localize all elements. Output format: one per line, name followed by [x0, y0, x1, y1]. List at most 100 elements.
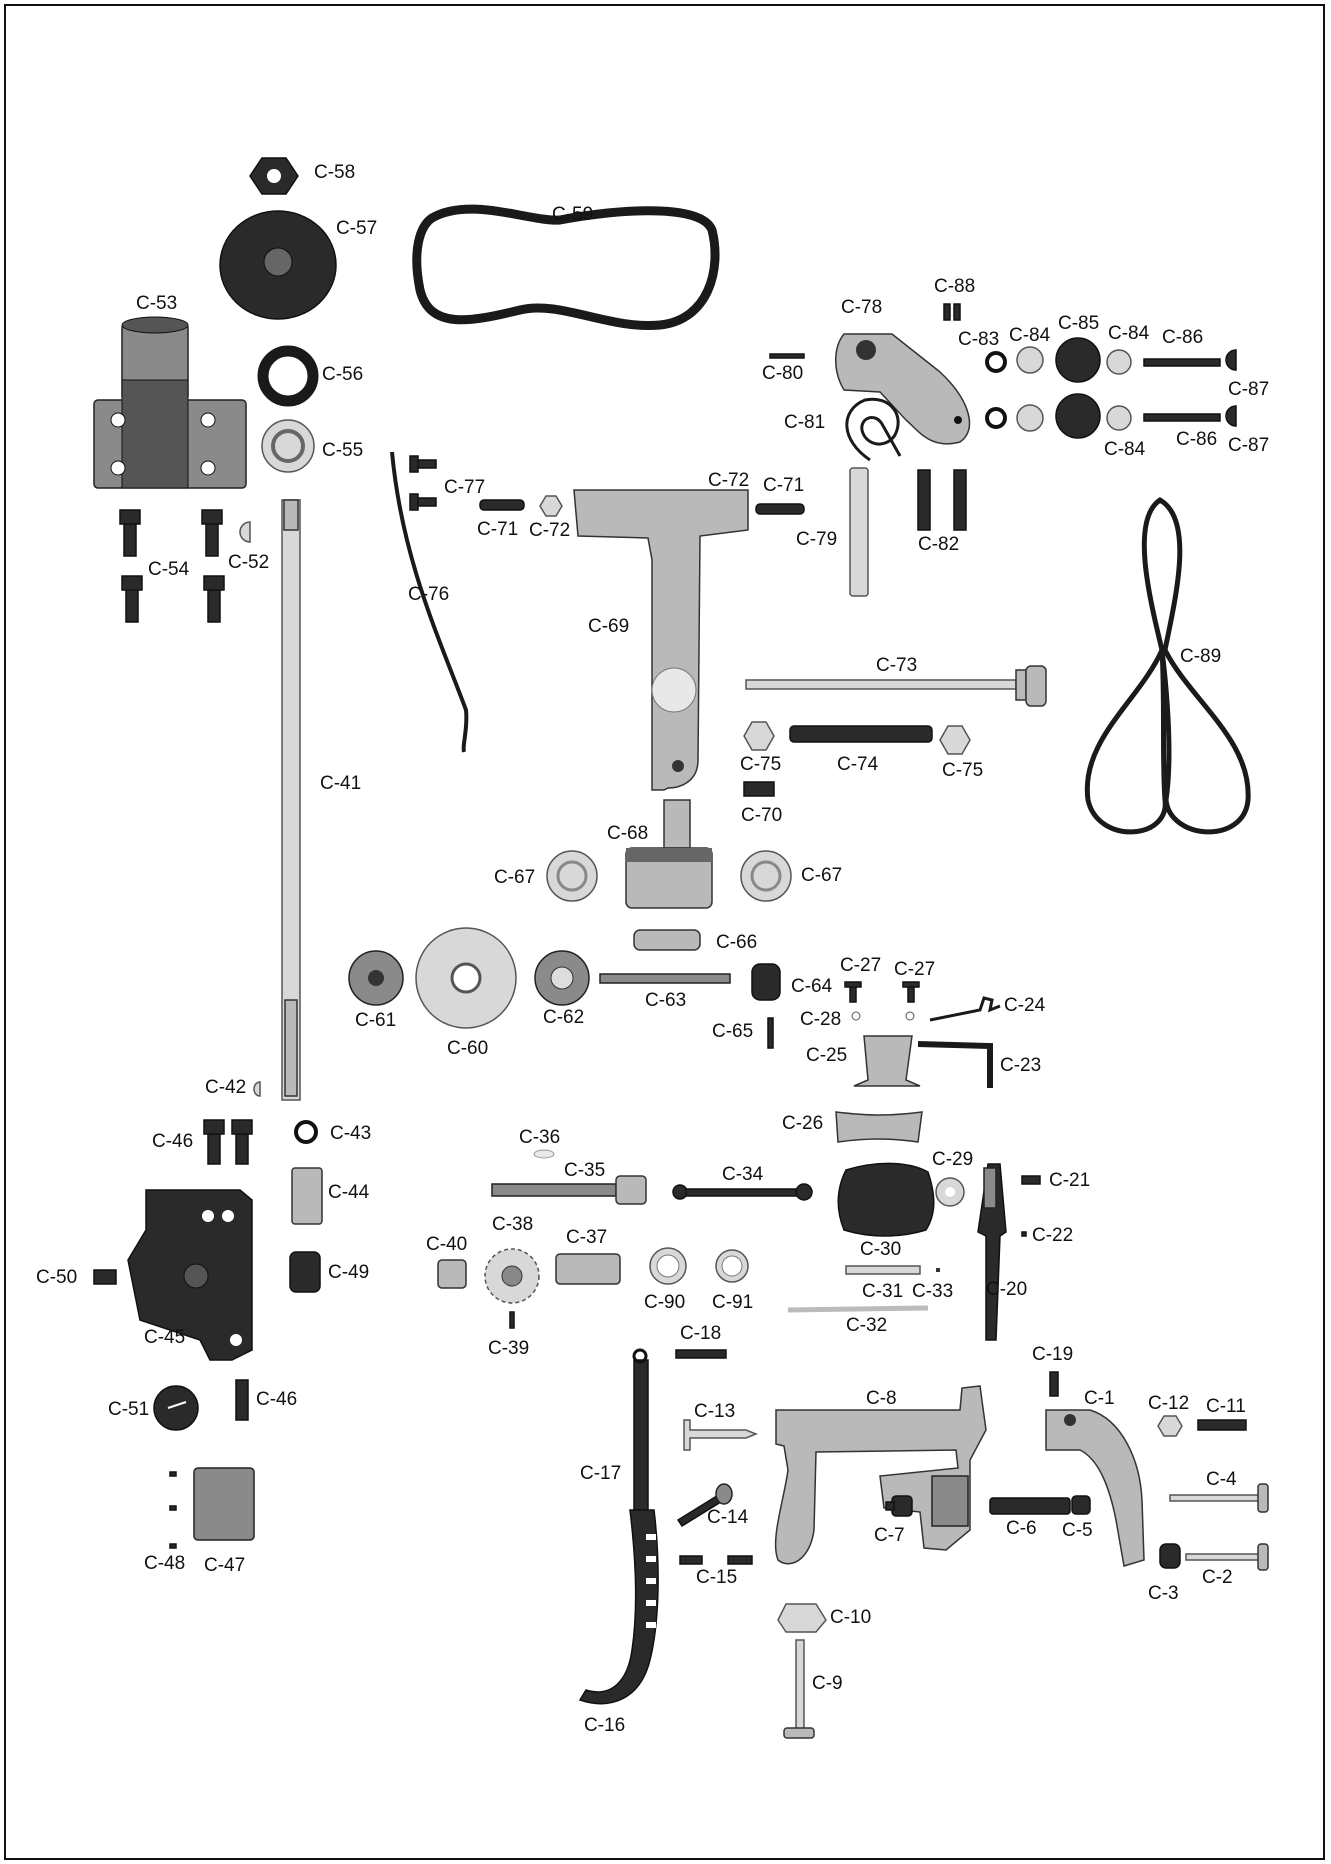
label-c24: C-24	[1004, 995, 1046, 1016]
label-c91: C-91	[712, 1292, 754, 1313]
part-c37-sleeve	[555, 1253, 621, 1285]
part-c67-spring-washer-right	[740, 850, 792, 902]
part-c50-screw	[93, 1269, 117, 1285]
part-c18-pin	[675, 1349, 727, 1359]
part-c26-shoe	[835, 1111, 923, 1143]
label-c73: C-73	[876, 655, 918, 676]
part-c16-hook-bar	[578, 1509, 659, 1705]
label-c55: C-55	[322, 440, 364, 461]
part-c27-screws	[844, 981, 920, 1003]
label-c51: C-51	[108, 1399, 150, 1420]
part-c23-bracket	[917, 1041, 993, 1088]
label-c7: C-7	[874, 1525, 905, 1546]
label-c74: C-74	[837, 754, 879, 775]
label-c27-right: C-27	[894, 959, 936, 980]
label-c84-top-right: C-84	[1108, 323, 1150, 344]
label-c3: C-3	[1148, 1583, 1179, 1604]
label-c75-right: C-75	[942, 760, 984, 781]
label-c39: C-39	[488, 1338, 530, 1359]
label-c22: C-22	[1032, 1225, 1074, 1246]
part-c81-spring	[845, 397, 902, 462]
label-c26: C-26	[782, 1113, 824, 1134]
part-c15-pins	[679, 1555, 753, 1565]
part-c35-shaft	[491, 1183, 617, 1197]
label-c42: C-42	[205, 1077, 247, 1098]
label-c71-left: C-71	[477, 519, 519, 540]
part-c85-roller-2	[1055, 393, 1101, 439]
part-c9-bolt	[795, 1639, 805, 1731]
part-c44-sleeve	[291, 1167, 323, 1225]
label-c81: C-81	[784, 412, 826, 433]
part-c84-washer-3	[1016, 404, 1044, 432]
part-c47-cover-plate	[193, 1467, 255, 1541]
part-c38-gear	[484, 1248, 540, 1304]
label-c5: C-5	[1062, 1520, 1093, 1541]
label-c14: C-14	[707, 1507, 749, 1528]
part-c49-setscrew	[289, 1251, 321, 1293]
part-c62-flange	[534, 950, 590, 1006]
part-c12-nut	[1157, 1415, 1183, 1437]
part-c75-nut-left	[743, 721, 775, 751]
label-c75-left: C-75	[740, 754, 782, 775]
part-c22-pin	[1021, 1231, 1027, 1237]
part-c52-key	[239, 521, 251, 543]
part-c77-screws	[409, 455, 437, 511]
label-c34: C-34	[722, 1164, 764, 1185]
label-c70: C-70	[741, 805, 783, 826]
part-c74-stud	[789, 725, 933, 743]
label-c68: C-68	[607, 823, 649, 844]
part-c68-hub-stem	[663, 799, 691, 849]
part-c34-link	[685, 1188, 799, 1197]
part-c31-pin	[845, 1265, 921, 1275]
part-c87-cap-2	[1225, 405, 1237, 427]
part-c83-washer	[985, 351, 1007, 373]
label-c59: C-59	[552, 204, 594, 225]
part-c28-washers	[851, 1011, 915, 1021]
label-c71-right: C-71	[763, 475, 805, 496]
part-c80-pin	[769, 353, 805, 359]
part-c56-ring	[257, 345, 319, 407]
part-c36-washer	[533, 1149, 555, 1159]
part-c40-bushing	[437, 1259, 467, 1289]
label-c27-left: C-27	[840, 955, 882, 976]
part-c39-screw	[509, 1311, 515, 1329]
label-c89: C-89	[1180, 646, 1222, 667]
label-c21: C-21	[1049, 1170, 1091, 1191]
label-c86-bottom: C-86	[1176, 429, 1218, 450]
label-c43: C-43	[330, 1123, 372, 1144]
label-c85: C-85	[1058, 313, 1100, 334]
label-c23: C-23	[1000, 1055, 1042, 1076]
part-c43-oring	[294, 1120, 318, 1144]
label-c84-bottom: C-84	[1104, 439, 1146, 460]
label-c80: C-80	[762, 363, 804, 384]
label-c87-bottom: C-87	[1228, 435, 1270, 456]
part-c70-screw	[743, 781, 775, 797]
label-c29: C-29	[932, 1149, 974, 1170]
part-c61-flange	[348, 950, 404, 1006]
label-c6: C-6	[1006, 1518, 1037, 1539]
label-c87-top: C-87	[1228, 379, 1270, 400]
label-c30: C-30	[860, 1239, 902, 1260]
part-c5-setscrew	[1071, 1495, 1091, 1515]
part-c48-screws	[169, 1471, 177, 1549]
label-c44: C-44	[328, 1182, 370, 1203]
part-c73-rod	[745, 679, 1017, 690]
label-c45: C-45	[144, 1327, 186, 1348]
part-c72-nut-left	[539, 495, 563, 517]
part-c71-pin-right	[755, 503, 805, 515]
label-c50: C-50	[36, 1267, 78, 1288]
label-c20: C-20	[986, 1279, 1028, 1300]
label-c47: C-47	[204, 1555, 246, 1576]
part-c13-pin	[683, 1419, 759, 1451]
label-c2: C-2	[1202, 1567, 1233, 1588]
label-c17: C-17	[580, 1463, 622, 1484]
part-c66-bushing	[633, 929, 701, 951]
part-c34-link-end-left	[672, 1184, 688, 1200]
part-c33-clip	[936, 1268, 940, 1272]
label-c56: C-56	[322, 364, 364, 385]
part-c55-bearing	[261, 419, 315, 473]
part-c85-roller-1	[1055, 337, 1101, 383]
label-c57: C-57	[336, 218, 378, 239]
part-c83-washer-b	[985, 407, 1007, 429]
